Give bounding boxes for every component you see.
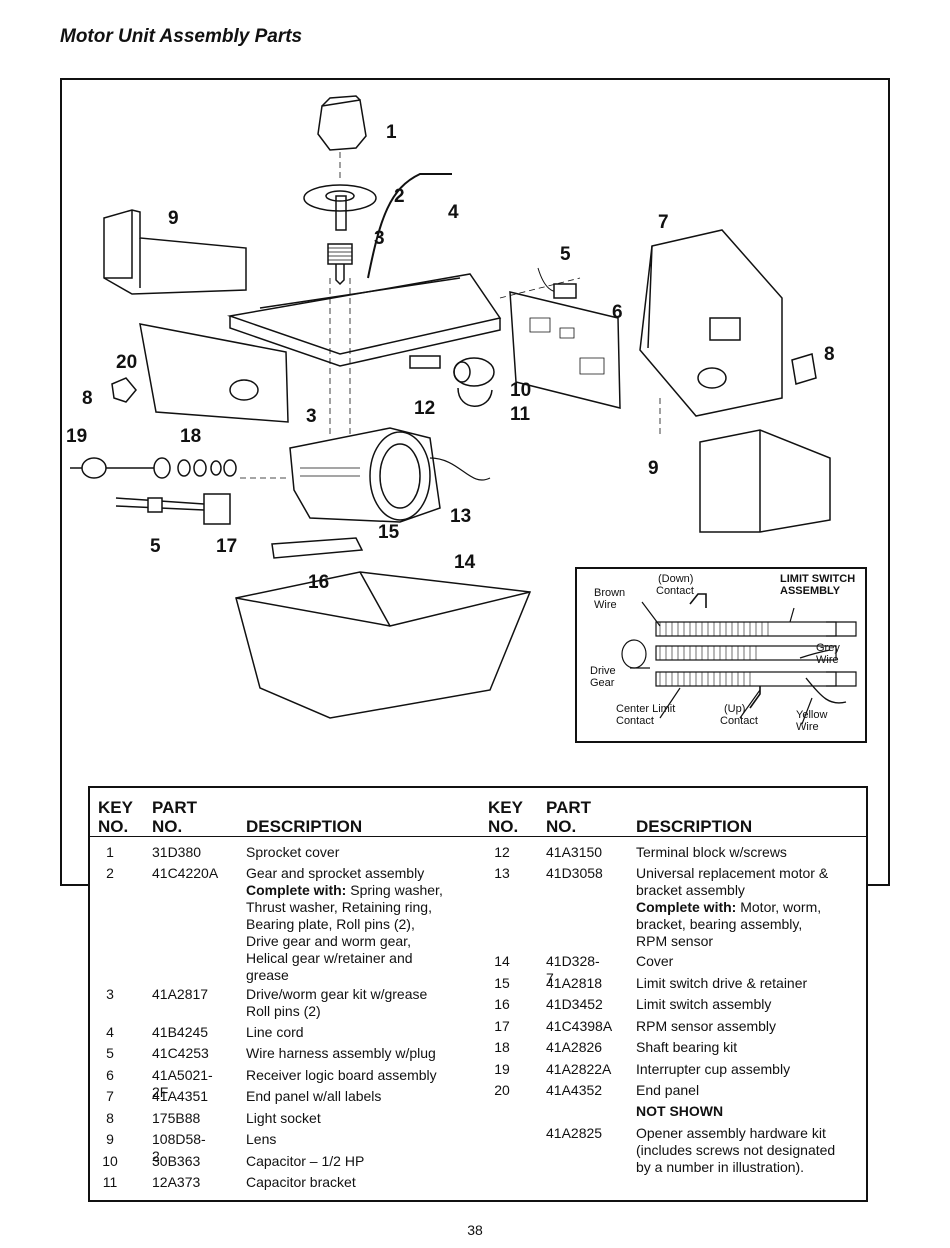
interrupter-cup-drawing [70, 457, 160, 479]
up-contact-label-1: (Up) [724, 703, 745, 715]
callout-2: 2 [394, 186, 405, 207]
callout-5: 5 [560, 244, 571, 265]
wire-harness-plug-drawing [537, 267, 577, 299]
gear-plate-drawing [303, 184, 377, 231]
capacitor-bracket-drawing [457, 387, 493, 407]
yellow-wire-label-2: Wire [796, 721, 819, 733]
callout-16: 16 [308, 572, 329, 593]
motor-drawing [289, 427, 491, 523]
end-panel-left-drawing [139, 323, 289, 423]
drive-gear-drawing [327, 243, 353, 286]
key-header-right: KEY NO. [488, 798, 523, 836]
lens-left-drawing [103, 209, 247, 295]
callout-7: 7 [658, 212, 669, 233]
not-shown-heading: NOT SHOWN [636, 1103, 724, 1119]
callout-3: 3 [374, 228, 385, 249]
callout-4: 4 [448, 202, 459, 223]
callout-15: 15 [378, 522, 400, 543]
callout-17: 17 [216, 536, 237, 557]
down-contact-label-1: (Down) [658, 573, 693, 585]
exploded-parts-diagram: 1 2 3 4 5 6 7 8 9 10 11 12 3 13 14 15 16… [66, 95, 867, 743]
lens-right-drawing [699, 429, 831, 533]
cover-drawing [235, 571, 532, 719]
part-header-left: PART NO. [152, 798, 198, 836]
callout-14: 14 [454, 552, 476, 573]
down-contact-label-2: Contact [656, 585, 694, 597]
shaft-bearing-drawing [153, 457, 237, 479]
terminal-block-drawing [409, 355, 441, 369]
limit-switch-drawing [271, 537, 364, 559]
yellow-wire-label-1: Yellow [796, 709, 827, 721]
limit-switch-inset: LIMIT SWITCH ASSEMBLY (Down) Contact Bro… [575, 567, 867, 743]
callout-20: 20 [116, 352, 137, 373]
callout-12: 12 [414, 398, 435, 419]
up-contact-label-2: Contact [720, 715, 758, 727]
capacitor-drawing [453, 357, 495, 387]
callout-3-lower: 3 [306, 406, 317, 427]
description-header-left: DESCRIPTION [246, 817, 363, 836]
header-divider [90, 836, 866, 837]
page-title: Motor Unit Assembly Parts [60, 26, 303, 47]
callout-13: 13 [450, 506, 471, 527]
sprocket-cover-drawing [317, 95, 367, 151]
brown-wire-label-1: Brown [594, 587, 625, 599]
callout-11: 11 [510, 404, 531, 425]
chassis-drawing [227, 273, 502, 367]
parts-table: KEY NO. PART NO. DESCRIPTION 1 31D380 Sp… [88, 786, 868, 1202]
page-number: 38 [467, 1222, 483, 1238]
receiver-board-drawing [509, 291, 621, 409]
callout-18: 18 [180, 426, 201, 447]
description-header-right: DESCRIPTION [636, 817, 753, 836]
center-limit-label-2: Contact [616, 715, 654, 727]
drive-gear-label-2: Gear [590, 677, 615, 689]
callout-10: 10 [510, 380, 531, 401]
callout-5-lower: 5 [150, 536, 161, 557]
light-socket-left-drawing [111, 377, 137, 403]
wire-harness-left-drawing [147, 497, 163, 513]
brown-wire-label-2: Wire [594, 599, 617, 611]
callout-1: 1 [386, 122, 397, 143]
part-header-right: PART NO. [546, 798, 592, 836]
limit-switch-title-line1: LIMIT SWITCH [780, 573, 855, 585]
light-socket-right-drawing [791, 353, 817, 385]
rpm-sensor-drawing [115, 493, 231, 525]
line-cord-drawing [367, 173, 452, 279]
callout-8-left: 8 [82, 388, 93, 409]
callout-8-right: 8 [824, 344, 835, 365]
key-header-left: KEY NO. [98, 798, 133, 836]
limit-switch-title-line2: ASSEMBLY [780, 585, 841, 597]
callout-19: 19 [66, 426, 87, 447]
callout-9-left: 9 [168, 208, 179, 229]
end-panel-right-drawing [639, 229, 783, 417]
grey-wire-label-1: Grey [816, 642, 840, 654]
callout-6: 6 [612, 302, 623, 323]
center-limit-label-1: Center Limit [616, 703, 675, 715]
grey-wire-label-2: Wire [816, 654, 839, 666]
callout-9-right: 9 [648, 458, 659, 479]
drive-gear-label-1: Drive [590, 665, 616, 677]
